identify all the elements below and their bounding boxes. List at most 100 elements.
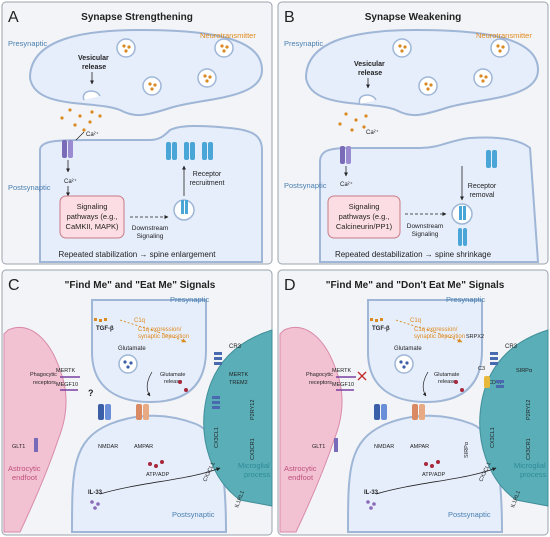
presynaptic-label: Presynaptic [8, 39, 47, 48]
microglial-receptor-array [212, 352, 222, 409]
c3-label: C3 [478, 366, 485, 372]
signaling-line1: Signaling [349, 202, 380, 211]
phago-label-line2: receptors [309, 380, 332, 386]
atp-molecules [424, 380, 464, 468]
vesicular-label-line2: release [82, 64, 106, 71]
signaling-box [59, 195, 125, 239]
nmdar-receptor [374, 404, 387, 420]
downstream-line2: Signaling [412, 231, 439, 238]
panel-b-letter: B [284, 9, 295, 26]
trem2-label: TREM2 [229, 380, 248, 386]
astrocyte-label-line2: endfoot [12, 473, 38, 482]
glutamate-release-arrow [422, 371, 429, 397]
c1q-arrow [119, 319, 187, 343]
cd47-protein [484, 376, 490, 388]
c1q-label: C1q [134, 318, 145, 324]
ampar-receptor [136, 404, 149, 420]
il1rl1-label: IL1RL1 [510, 490, 522, 509]
internalized-receptor [458, 228, 462, 246]
mertk-micro-label: MERTK [229, 372, 248, 378]
receptor-label-line2: recruitment [189, 180, 224, 187]
calcium-channel [62, 140, 73, 158]
sirpa-secondary-label: SIRPα [464, 441, 470, 458]
receptor-label-line2: removal [470, 192, 495, 199]
postsynaptic-label: Postsynaptic [284, 181, 327, 190]
tgfb-molecules [370, 318, 383, 322]
microglial-process [203, 329, 273, 507]
signaling-box [327, 195, 401, 239]
vesicular-label-line1: Vesicular [354, 61, 385, 68]
glt1-transporter [334, 438, 338, 452]
ampar-label: AMPAR [410, 444, 429, 450]
presynaptic-terminal [91, 299, 207, 404]
nmdar-label: NMDAR [374, 444, 394, 450]
presynaptic-label: Presynaptic [284, 39, 323, 48]
panel-b-title: Synapse Weakening [365, 12, 462, 23]
nmdar-receptor [98, 404, 111, 420]
tgfb-label: TGF-β [372, 326, 390, 332]
glutamate-label: Glutamate [394, 346, 422, 352]
neurotransmitter-label: Neurotransmitter [476, 31, 532, 40]
astrocyte-label-line1: Astrocytic [8, 464, 41, 473]
calcium-inside-label: Ca²⁺ [340, 181, 353, 188]
vesicular-label-line2: release [358, 70, 382, 77]
cr3-label: CR3 [229, 344, 242, 350]
panel-c-letter: C [8, 277, 20, 294]
astrocyte-label-line2: endfoot [288, 473, 314, 482]
vesicular-label-line1: Vesicular [78, 55, 109, 62]
released-neurotransmitter [60, 108, 102, 132]
calcium-pointer [75, 131, 85, 141]
tgfb-molecules [94, 318, 107, 322]
postsynaptic-label: Postsynaptic [8, 183, 51, 192]
released-neurotransmitter [338, 112, 368, 132]
downstream-line1: Downstream [407, 223, 443, 230]
microglia-label-line2: process [520, 470, 547, 479]
megf10-label: MEGF10 [332, 382, 354, 388]
panel-b: B Synapse Weakening Presynaptic Neurotra… [277, 1, 549, 265]
cx3cr1-label: CX3CR1 [526, 438, 532, 460]
presynaptic-label: Presynaptic [446, 295, 485, 304]
il1rl1-label: IL1RL1 [234, 490, 246, 509]
astrocytic-endfoot [3, 326, 67, 533]
phago-label-line1: Phagocytic [30, 372, 57, 378]
megf10-label: MEGF10 [56, 382, 78, 388]
calcium-inside-label: Ca²⁺ [64, 178, 77, 185]
astrocytic-endfoot [279, 326, 343, 533]
cx3cl1-label: CX3CL1 [490, 427, 496, 448]
panel-a-title: Synapse Strengthening [81, 12, 193, 23]
glutamate-label: Glutamate [118, 346, 146, 352]
postsynaptic-label: Postsynaptic [172, 510, 215, 519]
glutamate-release-line1: Glutamate [434, 372, 459, 378]
panel-a-footer: Repeated stabilization → spine enlargeme… [59, 250, 217, 259]
glutamate-release-line2: release [438, 379, 456, 385]
mertk-label: MERTK [56, 368, 75, 374]
signaling-line2: pathways (e.g., [339, 212, 390, 221]
c1q-arrow [395, 319, 463, 343]
il33-label: IL-33 [364, 490, 379, 496]
p2ry12-label: P2RY12 [526, 400, 532, 420]
glutamate-release-arrow [146, 371, 153, 397]
c1q-expression-label: C1q expression/ [414, 327, 458, 333]
membrane-receptors [486, 150, 497, 168]
panel-c-title: "Find Me" and "Eat Me" Signals [65, 280, 216, 291]
downstream-line2: Signaling [137, 233, 164, 240]
downstream-line1: Downstream [132, 225, 168, 232]
glutamate-vesicle [394, 354, 414, 374]
receptor-label-line1: Receptor [193, 171, 222, 178]
synaptic-vesicles [82, 38, 234, 101]
panel-d-letter: D [284, 277, 296, 294]
microglia-label-line1: Microglial [238, 461, 270, 470]
mertk-label: MERTK [332, 368, 351, 374]
cx3cr1-label: CX3CR1 [250, 438, 256, 460]
calcium-channel [340, 146, 351, 164]
presynaptic-label: Presynaptic [170, 295, 209, 304]
receptor-label-line1: Receptor [468, 183, 497, 190]
signaling-line3: Calcineurin/PP1) [336, 222, 393, 231]
atp-label: ATP/ADP [146, 472, 169, 478]
postsynaptic-spine [39, 124, 263, 263]
signaling-line1: Signaling [77, 202, 108, 211]
signaling-line3: CaMKII, MAPK) [66, 222, 119, 231]
membrane-receptors [166, 142, 213, 160]
